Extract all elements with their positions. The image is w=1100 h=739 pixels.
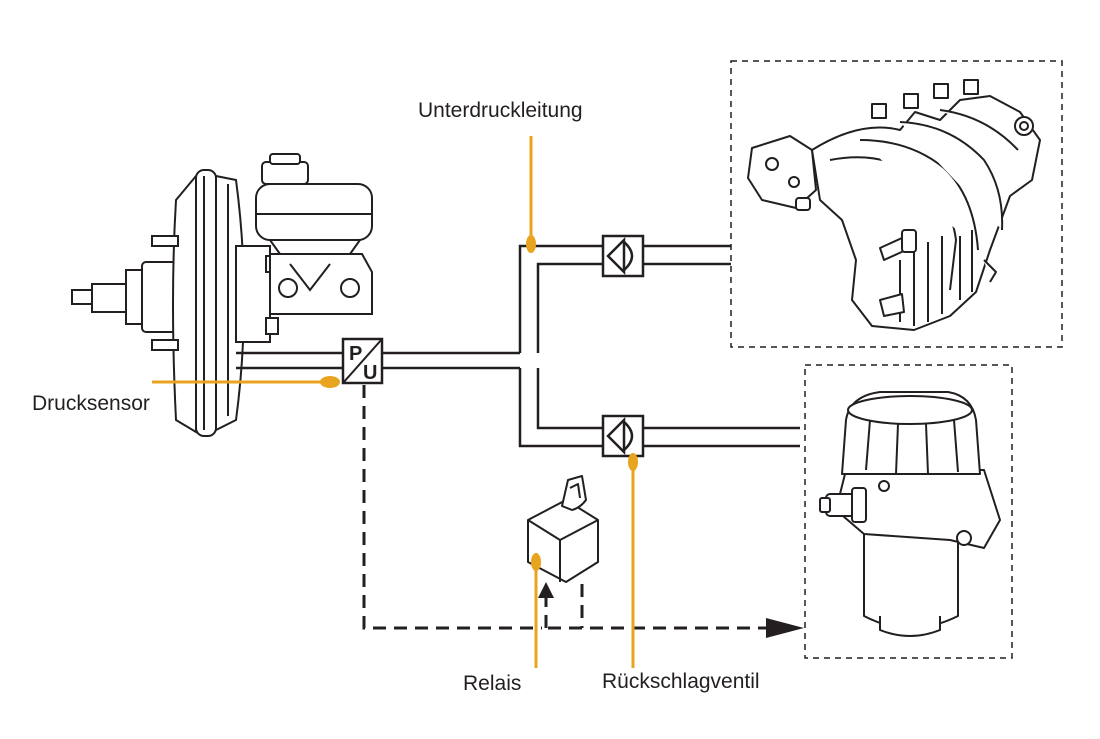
label-relais: Relais [463,672,521,695]
vacuum-line-pipes [236,244,800,448]
vacuum-pump-frame [804,364,1013,659]
sensor-symbol-p: P [349,343,362,365]
label-rueckschlagventil: Rückschlagventil [602,670,760,693]
sensor-symbol-u: U [363,362,377,384]
callout-lines [152,136,638,668]
intake-manifold-frame [730,60,1063,348]
control-signal-lines [362,385,770,630]
intake-manifold-illustration [747,79,1041,331]
arrowhead-to-pump [766,618,804,638]
pressure-sensor-symbol: P U [341,337,384,385]
check-valve-lower [601,414,645,458]
arrowhead-to-relay [538,582,554,598]
vacuum-pump-illustration [819,391,1001,637]
brake-booster-illustration [71,153,373,437]
relay-illustration [527,475,599,583]
label-unterdruckleitung: Unterdruckleitung [418,99,583,122]
check-valve-upper [601,234,645,278]
label-drucksensor: Drucksensor [32,392,150,415]
